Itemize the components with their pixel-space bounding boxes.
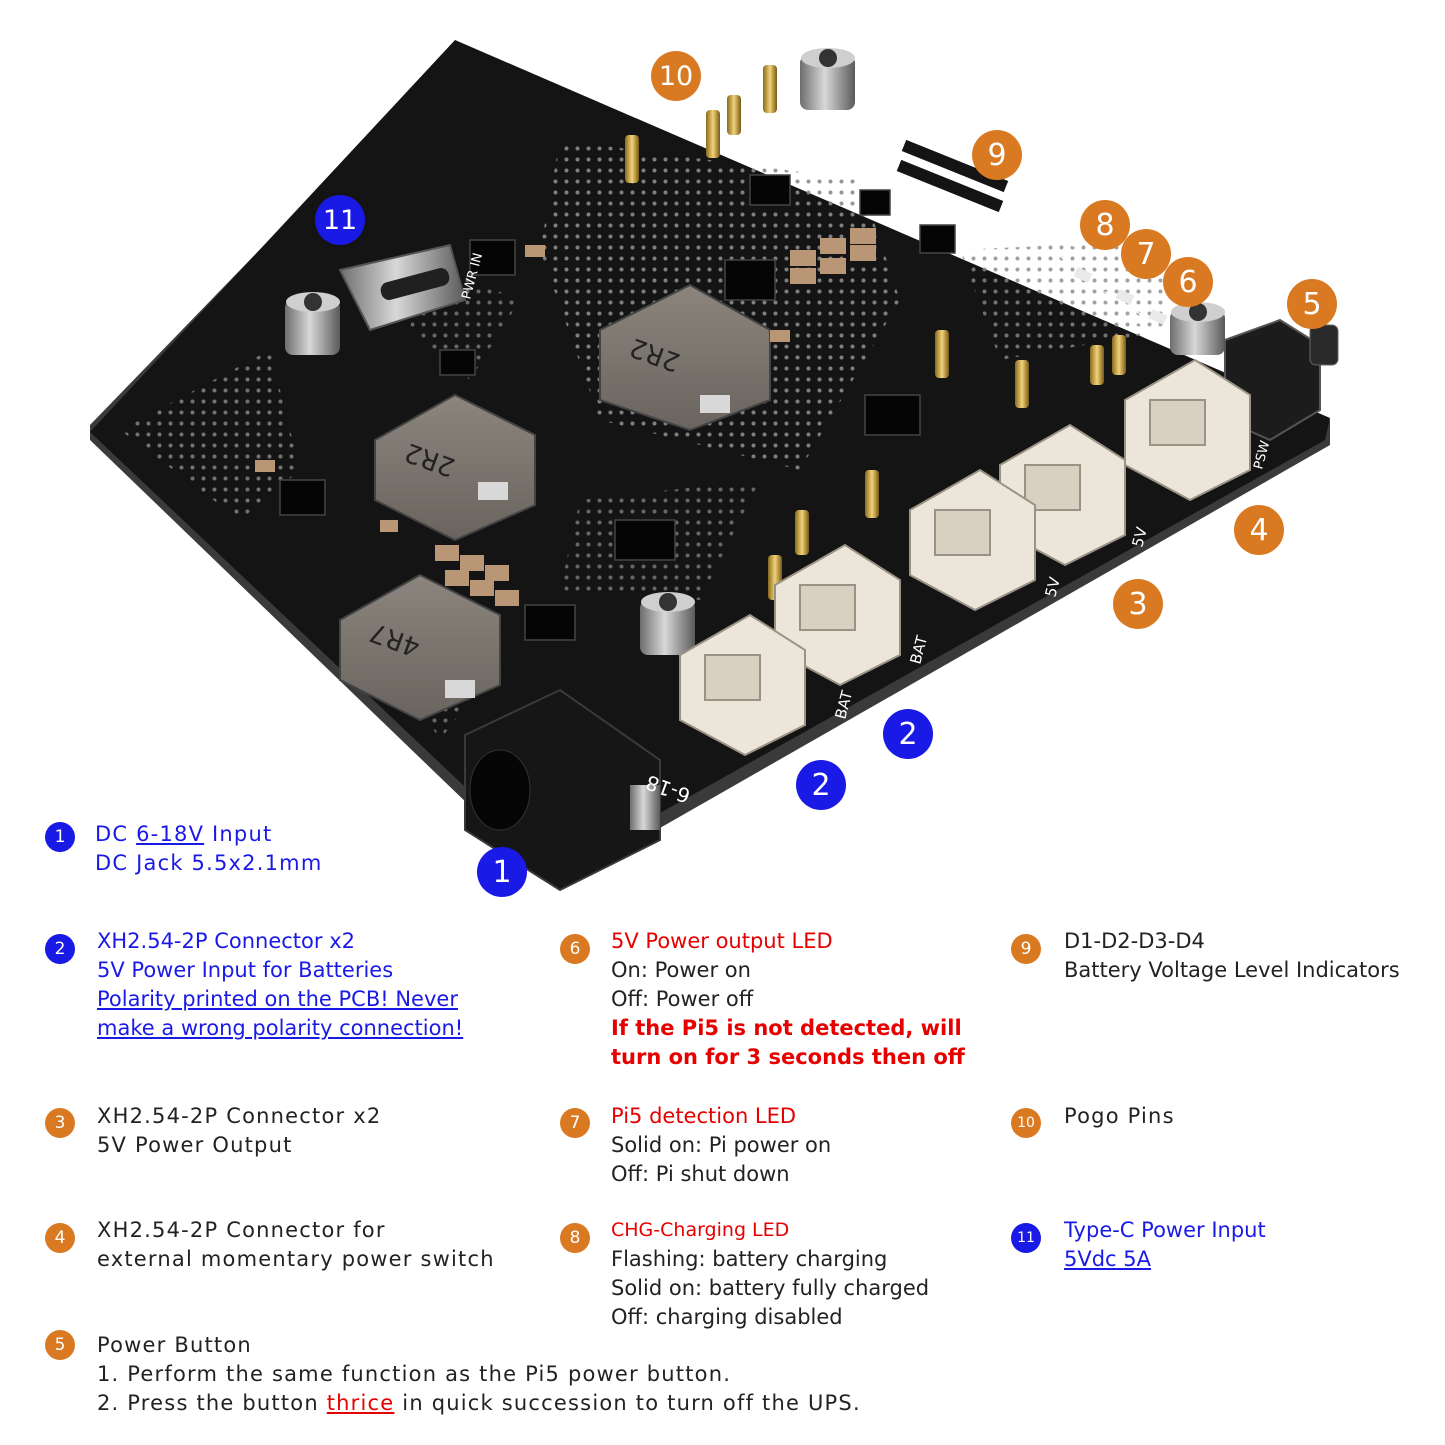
- legend-marker-9: 9: [1011, 934, 1041, 964]
- legend-item-11: Type-C Power Input 5Vdc 5A: [1064, 1216, 1266, 1274]
- legend-5-line3-post: in quick succession to turn off the UPS.: [394, 1391, 861, 1415]
- ic-chips: [279, 174, 956, 641]
- callout-1: 1: [477, 847, 527, 897]
- legend-marker-1: 1: [45, 822, 75, 852]
- legend-7-line2: Solid on: Pi power on: [611, 1133, 832, 1157]
- legend-marker-10: 10: [1011, 1108, 1041, 1138]
- legend-6-line3: Off: Power off: [611, 987, 754, 1011]
- legend-6-line2: On: Power on: [611, 958, 751, 982]
- callout-8: 8: [1080, 200, 1130, 250]
- legend-3-line1: XH2.54-2P Connector x2: [97, 1104, 382, 1128]
- pogo-pins: [625, 65, 1126, 600]
- callout-7: 7: [1121, 229, 1171, 279]
- legend-marker-2: 2: [45, 934, 75, 964]
- xh-connector-bat-a: [774, 543, 901, 687]
- callout-11: 11: [315, 195, 365, 245]
- legend-marker-8: 8: [560, 1223, 590, 1253]
- silkscreen-5v-a: 5V: [1128, 525, 1151, 550]
- legend-9-line2: Battery Voltage Level Indicators: [1064, 958, 1400, 982]
- legend-1-line1-pre: DC: [95, 822, 137, 846]
- legend-2-line4: make a wrong polarity connection!: [97, 1016, 464, 1040]
- legend-1-voltage-link[interactable]: 6-18V: [136, 822, 205, 846]
- legend-item-7: Pi5 detection LED Solid on: Pi power on …: [611, 1102, 831, 1189]
- inductor-2r2-top: 2R2: [599, 283, 771, 432]
- inductor-2r2-left: 2R2: [374, 393, 536, 542]
- legend-marker-5: 5: [45, 1330, 75, 1360]
- legend-10-line1: Pogo Pins: [1064, 1104, 1175, 1128]
- xh-connector-5v-b: [909, 468, 1036, 612]
- legend-8-line3: Solid on: battery fully charged: [611, 1276, 930, 1300]
- callout-3: 3: [1113, 579, 1163, 629]
- silkscreen-psw: PSW: [1251, 439, 1273, 471]
- ups-board-illustration: 2R2 2R2 4R7 PWR IN: [90, 40, 1339, 892]
- legend-item-1: DC 6-18V Input DC Jack 5.5x2.1mm: [95, 820, 323, 878]
- callout-9: 9: [972, 130, 1022, 180]
- legend-4-line1: XH2.54-2P Connector for: [97, 1218, 386, 1242]
- standoffs: [285, 48, 1225, 655]
- legend-2-line3: Polarity printed on the PCB! Never: [97, 987, 458, 1011]
- callout-5: 5: [1287, 279, 1337, 329]
- legend-9-line1: D1-D2-D3-D4: [1064, 929, 1205, 953]
- legend-item-5: Power Button 1. Perform the same functio…: [97, 1331, 861, 1418]
- legend-4-line2: external momentary power switch: [97, 1247, 495, 1271]
- legend-8-line2: Flashing: battery charging: [611, 1247, 888, 1271]
- legend-5-thrice: thrice: [326, 1391, 395, 1415]
- silkscreen-pi5: Pi5: [1098, 281, 1119, 304]
- legend-7-title: Pi5 detection LED: [611, 1104, 797, 1128]
- legend-11-line1: Type-C Power Input: [1064, 1218, 1266, 1242]
- legend-item-8: CHG-Charging LED Flashing: battery charg…: [611, 1216, 929, 1332]
- legend-7-line3: Off: Pi shut down: [611, 1162, 790, 1186]
- legend-marker-6: 6: [560, 934, 590, 964]
- legend-6-title: 5V Power output LED: [611, 929, 833, 953]
- legend-marker-7: 7: [560, 1108, 590, 1138]
- capacitors: [255, 228, 876, 606]
- legend-6-warning-1: If the Pi5 is not detected, will: [611, 1016, 962, 1040]
- xh-connector-bat-b: [679, 613, 806, 757]
- xh-connectors: [679, 358, 1251, 757]
- legend-item-4: XH2.54-2P Connector for external momenta…: [97, 1216, 495, 1274]
- legend-1-line2: DC Jack 5.5x2.1mm: [95, 851, 323, 875]
- legend-item-2: XH2.54-2P Connector x2 5V Power Input fo…: [97, 927, 463, 1043]
- legend-2-line2: 5V Power Input for Batteries: [97, 958, 394, 982]
- legend-8-title: CHG-Charging LED: [611, 1219, 790, 1241]
- legend-marker-11: 11: [1011, 1223, 1041, 1253]
- legend-item-3: XH2.54-2P Connector x2 5V Power Output: [97, 1102, 381, 1160]
- callout-2-lower: 2: [796, 760, 846, 810]
- dc-jack: 6-18: [464, 688, 693, 892]
- legend-6-warning-2: turn on for 3 seconds then off: [611, 1045, 965, 1069]
- legend-11-spec-link[interactable]: 5Vdc 5A: [1064, 1247, 1152, 1271]
- legend-5-line3-pre: 2. Press the button: [97, 1391, 327, 1415]
- callout-10: 10: [651, 51, 701, 101]
- silkscreen-5v-b: 5V: [1041, 575, 1064, 600]
- callout-2-upper: 2: [883, 709, 933, 759]
- legend-item-6: 5V Power output LED On: Power on Off: Po…: [611, 927, 965, 1072]
- legend-2-line1: XH2.54-2P Connector x2: [97, 929, 355, 953]
- legend-item-10: Pogo Pins: [1064, 1102, 1175, 1131]
- legend-5-line2: 1. Perform the same function as the Pi5 …: [97, 1362, 732, 1386]
- callout-6: 6: [1163, 257, 1213, 307]
- inductor-4r7: 4R7: [339, 573, 501, 722]
- callout-4: 4: [1234, 505, 1284, 555]
- legend-item-9: D1-D2-D3-D4 Battery Voltage Level Indica…: [1064, 927, 1400, 985]
- legend-marker-3: 3: [45, 1108, 75, 1138]
- legend-marker-4: 4: [45, 1223, 75, 1253]
- battery-level-led-bar: [870, 139, 1025, 250]
- legend-1-line1-post: Input: [204, 822, 273, 846]
- connector-silkscreen: 5V 5V BAT BAT: [831, 525, 1151, 722]
- legend-3-line2: 5V Power Output: [97, 1133, 293, 1157]
- legend-8-line4: Off: charging disabled: [611, 1305, 843, 1329]
- legend-5-line1: Power Button: [97, 1333, 252, 1357]
